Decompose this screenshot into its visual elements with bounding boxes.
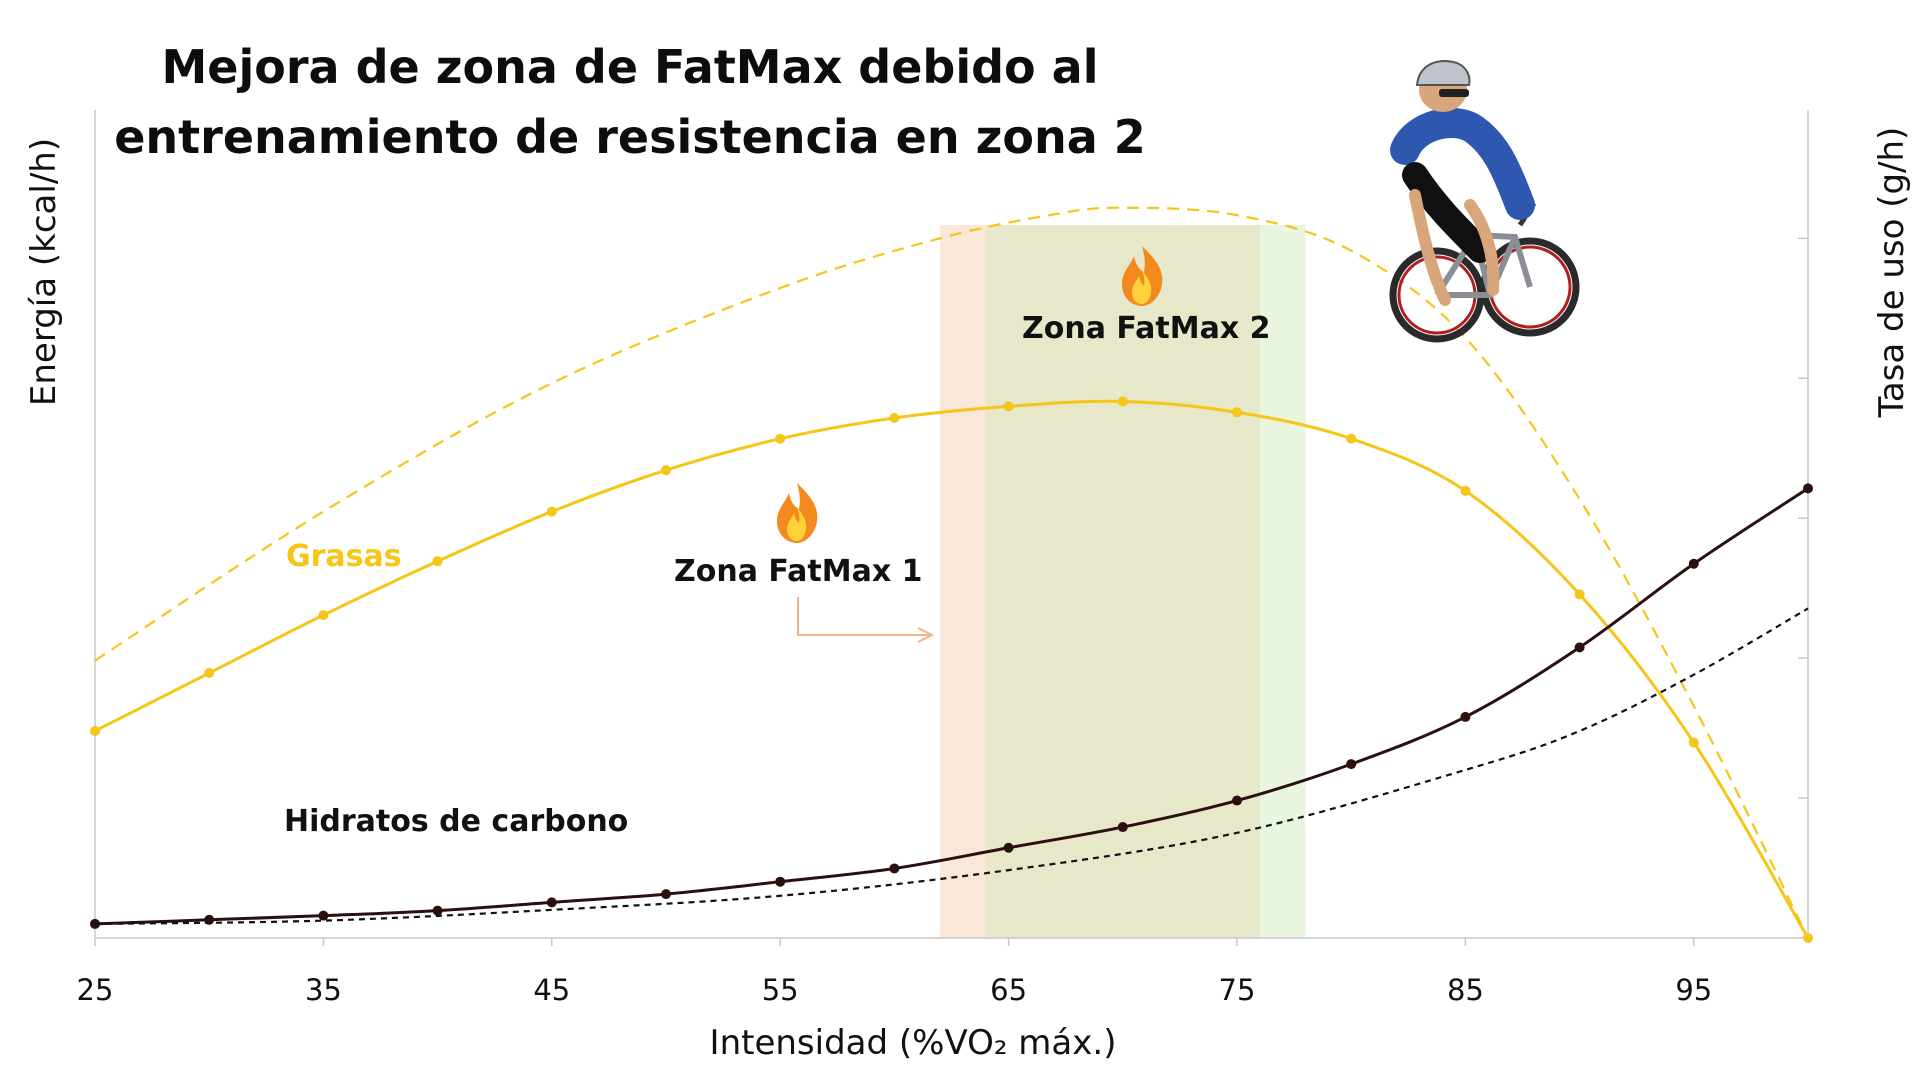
chart-title-line-1: Mejora de zona de FatMax debido al [161, 40, 1099, 94]
axes-layer: 25 35 45 55 65 75 85 95 [77, 110, 1809, 1007]
x-tick-label: 45 [533, 973, 570, 1007]
zone-label-fatmax-2: Zona FatMax 2 [1022, 311, 1271, 346]
zone-label-fatmax-1: Zona FatMax 1 [674, 554, 923, 589]
series-point [661, 889, 671, 900]
arrow-icon [797, 597, 935, 643]
series-point [1460, 485, 1471, 496]
series-point [90, 726, 100, 736]
series-point [1232, 407, 1242, 418]
series-label-hidratos: Hidratos de carbono [284, 804, 628, 839]
chart-title-line-2: entrenamiento de resistencia en zona 2 [114, 110, 1146, 164]
series-point [204, 668, 215, 679]
series-point [318, 610, 329, 621]
x-tick-label: 75 [1219, 973, 1256, 1007]
series-point [546, 506, 557, 517]
series-point [1346, 433, 1357, 444]
series-point [775, 433, 786, 444]
series-point [1346, 759, 1357, 770]
x-tick-label: 95 [1675, 973, 1712, 1007]
x-tick-label: 25 [77, 973, 114, 1007]
series-point [1688, 737, 1699, 748]
series-point [1232, 795, 1242, 806]
series-point [1117, 396, 1128, 407]
x-tick-label: 65 [990, 973, 1027, 1007]
flame-icon [1122, 246, 1163, 306]
zone-band-1 [940, 225, 1260, 938]
labels-layer: Grasas Hidratos de carbono Zona FatMax 1… [284, 60, 1580, 839]
series-line-4 [94, 607, 1809, 926]
zones-layer [940, 225, 1306, 938]
series-point [1003, 401, 1014, 412]
flame-icon [777, 483, 818, 543]
series-point [432, 556, 443, 567]
cyclist-illustration [1389, 60, 1580, 343]
series-layer [90, 206, 1813, 943]
x-tick-label: 55 [762, 973, 799, 1007]
series-point [432, 905, 443, 916]
series-point [1803, 483, 1813, 494]
x-axis-title: Intensidad (%VO₂ máx.) [709, 1023, 1117, 1063]
zone-band-2 [985, 225, 1306, 938]
series-point [889, 863, 900, 874]
series-point [1688, 558, 1699, 569]
series-point [889, 413, 900, 424]
series-point [1574, 589, 1585, 600]
series-point [318, 910, 329, 921]
series-point [1574, 642, 1585, 653]
series-point [775, 876, 786, 887]
x-tick-label: 85 [1447, 973, 1484, 1007]
series-line-3 [94, 487, 1809, 926]
series-point [661, 465, 671, 476]
x-tick-label: 35 [305, 973, 342, 1007]
series-point [1003, 842, 1014, 853]
series-point [1460, 711, 1471, 722]
series-label-grasas: Grasas [286, 539, 402, 574]
series-point [546, 897, 557, 908]
series-point [1117, 822, 1128, 833]
